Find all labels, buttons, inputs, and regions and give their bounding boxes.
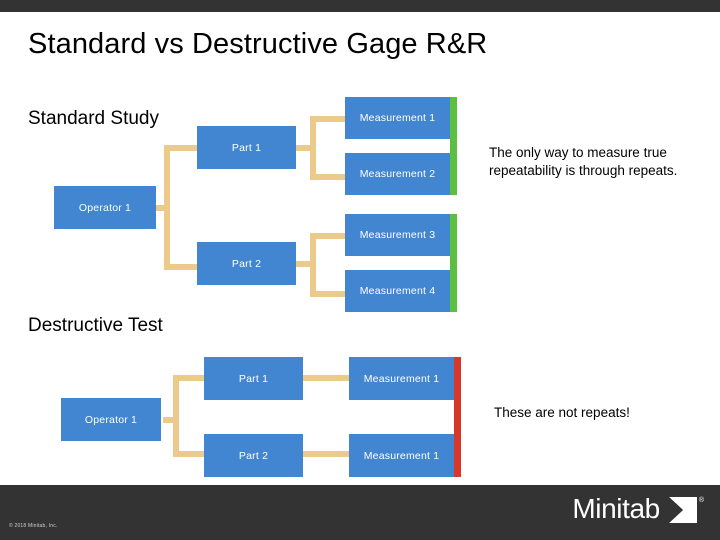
connector-destructive-part1-measurement [301,375,349,381]
node-standard-part-2[interactable]: Part 2 [197,242,296,285]
node-destructive-operator-1[interactable]: Operator 1 [61,398,161,441]
connector-to-measurement2 [310,174,348,180]
connector-destructive-to-part2 [173,451,207,457]
connector-to-measurement4 [310,291,348,297]
registered-trademark-icon: ® [698,497,704,504]
node-standard-measurement-3[interactable]: Measurement 3 [345,214,450,256]
copyright-text: © 2018 Minitab, Inc. [9,523,58,529]
node-destructive-part-2[interactable]: Part 2 [204,434,303,477]
group-bar-destructive-not-repeats [454,357,461,477]
connector-part1-vertical [310,116,316,180]
node-standard-operator-1[interactable]: Operator 1 [54,186,156,229]
node-destructive-measurement-2[interactable]: Measurement 1 [349,434,454,477]
node-standard-measurement-2[interactable]: Measurement 2 [345,153,450,195]
minitab-arrow-icon [668,496,698,524]
connector-part1-stub [294,145,316,151]
minitab-logo: Minitab ® [572,495,704,524]
node-standard-measurement-4[interactable]: Measurement 4 [345,270,450,312]
node-standard-part-1[interactable]: Part 1 [197,126,296,169]
slide-footer-bar [0,485,720,540]
node-standard-measurement-1[interactable]: Measurement 1 [345,97,450,139]
connector-operator-vertical [164,145,170,270]
connector-part2-vertical [310,233,316,297]
connector-operator-stub [154,205,170,211]
slide-top-bar [0,0,720,12]
connector-to-part1 [164,145,200,151]
connector-part2-stub [294,261,316,267]
section-label-destructive-test: Destructive Test [28,315,163,336]
node-destructive-part-1[interactable]: Part 1 [204,357,303,400]
section-label-standard-study: Standard Study [28,108,159,129]
node-destructive-measurement-1[interactable]: Measurement 1 [349,357,454,400]
connector-destructive-operator-stub [163,417,179,423]
minitab-wordmark: Minitab [572,493,660,524]
connector-destructive-part2-measurement [301,451,349,457]
connector-destructive-to-part1 [173,375,207,381]
group-bar-standard-part2-repeats [450,214,457,312]
connector-to-measurement1 [310,116,348,122]
callout-standard-study: The only way to measure true repeatabili… [489,145,678,178]
group-bar-standard-part1-repeats [450,97,457,195]
connector-destructive-operator-vertical [173,375,179,457]
connector-to-part2 [164,264,200,270]
slide-title: Standard vs Destructive Gage R&R [28,28,488,60]
callout-destructive-test: These are not repeats! [494,405,630,420]
connector-to-measurement3 [310,233,348,239]
